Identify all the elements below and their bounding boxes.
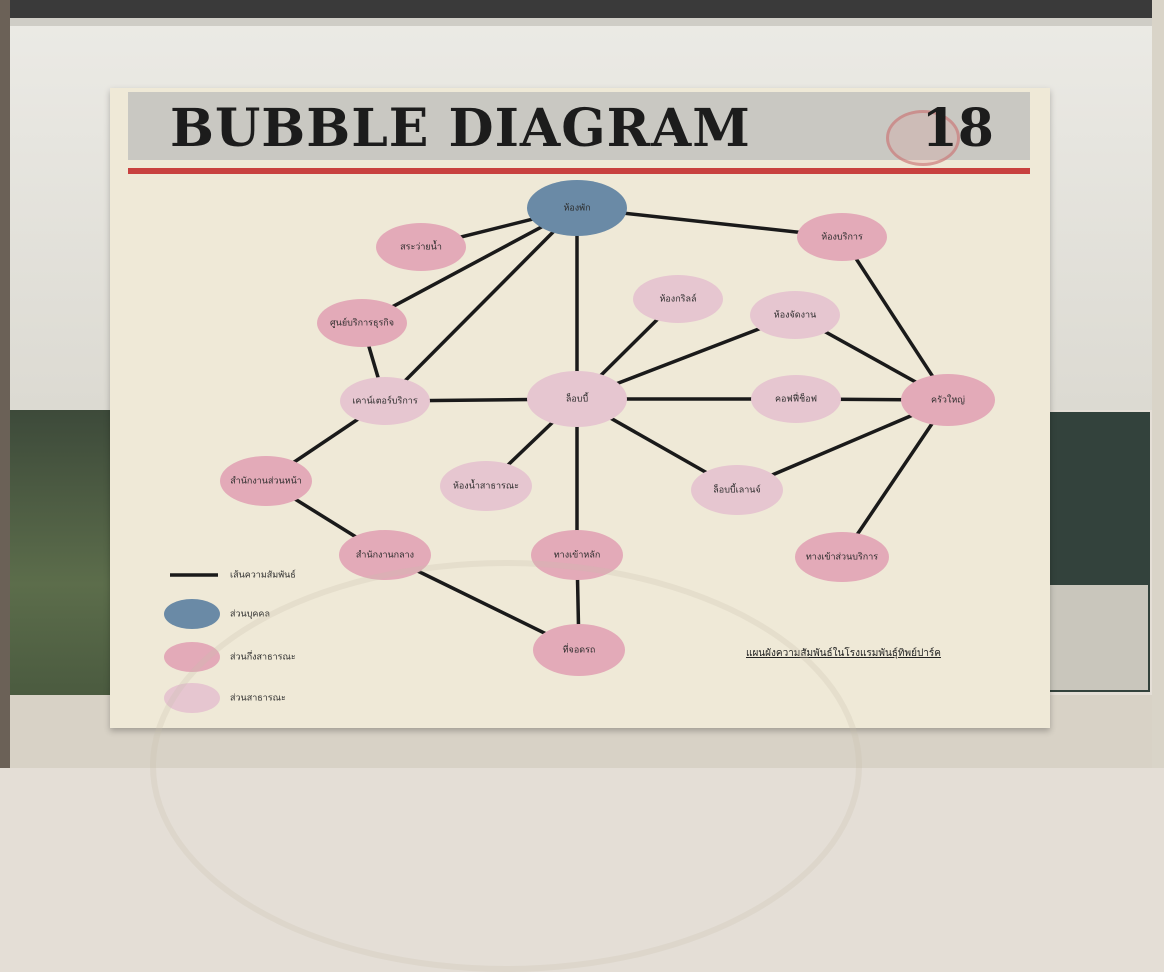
relationship-lines bbox=[265, 206, 950, 652]
legend-label: ส่วนสาธารณะ bbox=[230, 694, 286, 704]
diagram-caption: แผนผังความสัมพันธ์ในโรงแรมพันธุ์ทิพย์ปาร… bbox=[746, 648, 941, 659]
legend-swatch-semi_public bbox=[164, 642, 220, 672]
edge-kitchen-service_entrance bbox=[840, 399, 950, 558]
right-frame bbox=[1152, 0, 1164, 768]
legend-label: ส่วนบุคคล bbox=[230, 610, 270, 620]
legend-label: ส่วนกึ่งสาธารณะ bbox=[230, 650, 296, 663]
bubble-label: ที่จอดรถ bbox=[563, 643, 596, 656]
bubble-label: ศูนย์บริการธุรกิจ bbox=[330, 317, 394, 329]
bubble-shape bbox=[527, 371, 627, 427]
legend-label: เส้นความสัมพันธ์ bbox=[230, 569, 296, 581]
bubble-shape bbox=[691, 465, 783, 515]
bubble-service_room: ห้องบริการ bbox=[797, 213, 887, 261]
bubble-shape bbox=[531, 530, 623, 580]
hedge-background bbox=[0, 410, 125, 700]
bubble-shape bbox=[440, 461, 532, 511]
bubble-label: สระว่ายน้ำ bbox=[400, 240, 442, 253]
bubble-shape bbox=[901, 374, 995, 426]
bubble-counter: เคาน์เตอร์บริการ bbox=[340, 377, 430, 425]
bubble-shape bbox=[633, 275, 723, 323]
bubble-kitchen: ครัวใหญ่ bbox=[901, 374, 995, 426]
bubble-shape bbox=[795, 532, 889, 582]
bubble-shape bbox=[751, 375, 841, 423]
bubble-label: ห้องบริการ bbox=[821, 232, 863, 243]
legend: เส้นความสัมพันธ์ส่วนบุคคลส่วนกึ่งสาธารณะ… bbox=[164, 569, 296, 713]
bubble-lobby_lounge: ล็อบบี้เลานจ์ bbox=[691, 465, 783, 515]
bubble-shape bbox=[220, 456, 312, 506]
bubble-shape bbox=[317, 299, 407, 347]
bubble-laundry: สระว่ายน้ำ bbox=[376, 223, 466, 271]
bubble-shape bbox=[533, 624, 625, 676]
top-frame-light bbox=[0, 18, 1164, 26]
edge-room-counter bbox=[383, 206, 579, 403]
bubble-room: ห้องพัก bbox=[527, 180, 627, 236]
sheet-number: 18 bbox=[921, 98, 994, 159]
bubble-lobby: ล็อบบี้ bbox=[527, 371, 627, 427]
legend-swatch-public bbox=[164, 683, 220, 713]
bubble-label: ล็อบบี้เลานจ์ bbox=[713, 483, 760, 496]
bubble-parking: ที่จอดรถ bbox=[533, 624, 625, 676]
bubble-label: สำนักงานส่วนหน้า bbox=[230, 476, 302, 487]
bubble-label: ครัวใหญ่ bbox=[931, 395, 965, 406]
bubble-grill: ห้องกริลล์ bbox=[633, 275, 723, 323]
seal-stamp bbox=[886, 110, 960, 166]
bubble-coffee: คอฟฟี่ช็อฟ bbox=[751, 375, 841, 423]
bubble-front_office: สำนักงานส่วนหน้า bbox=[220, 456, 312, 506]
left-frame bbox=[0, 0, 10, 768]
bubble-shape bbox=[340, 377, 430, 425]
bubble-label: สำนักงานกลาง bbox=[356, 550, 414, 561]
bubble-shape bbox=[376, 223, 466, 271]
bubble-label: ล็อบบี้ bbox=[566, 392, 589, 405]
bubble-shape bbox=[339, 530, 431, 580]
title-bar: BUBBLE DIAGRAM 18 bbox=[128, 92, 1030, 166]
bubble-label: ห้องน้ำสาธารณะ bbox=[453, 479, 519, 492]
bubble-label: เคาน์เตอร์บริการ bbox=[352, 395, 418, 407]
bubble-toilet: ห้องน้ำสาธารณะ bbox=[440, 461, 532, 511]
bubble-entrance: ทางเข้าหลัก bbox=[531, 530, 623, 580]
diagram-title: BUBBLE DIAGRAM bbox=[170, 98, 751, 159]
bubble-label: ห้องพัก bbox=[563, 203, 590, 214]
bubble-main_office: สำนักงานกลาง bbox=[339, 530, 431, 580]
bubble-label: ห้องจัดงาน bbox=[774, 310, 816, 321]
bubble-business: ศูนย์บริการธุรกิจ bbox=[317, 299, 407, 347]
bubble-label: ทางเข้าส่วนบริการ bbox=[806, 552, 878, 563]
bubble-banquet: ห้องจัดงาน bbox=[750, 291, 840, 339]
red-divider bbox=[128, 168, 1030, 174]
bubble-service_entrance: ทางเข้าส่วนบริการ bbox=[795, 532, 889, 582]
edge-service_room-kitchen bbox=[840, 236, 950, 401]
bubble-shape bbox=[527, 180, 627, 236]
bubble-shape bbox=[750, 291, 840, 339]
bubble-shape bbox=[797, 213, 887, 261]
bubble-label: ห้องกริลล์ bbox=[659, 293, 696, 305]
right-background-light bbox=[1048, 585, 1148, 690]
bubble-label: ทางเข้าหลัก bbox=[554, 550, 601, 561]
legend-swatch-private bbox=[164, 599, 220, 629]
bubble-label: คอฟฟี่ช็อฟ bbox=[775, 392, 817, 405]
top-frame bbox=[0, 0, 1164, 18]
